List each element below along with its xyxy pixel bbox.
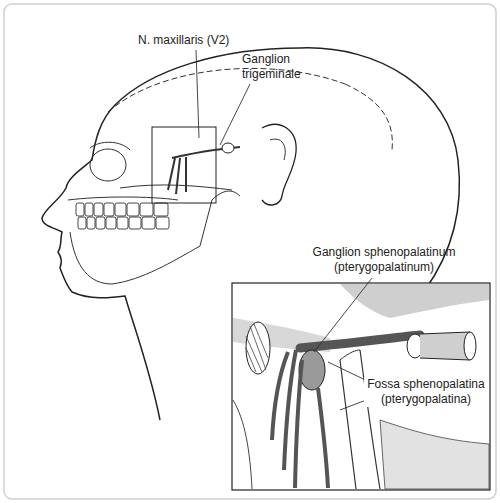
part-label: Ganglion sphenopalatinum (pterygopalatin… xyxy=(304,245,464,275)
nerve xyxy=(168,147,240,194)
ear xyxy=(270,139,285,160)
inset xyxy=(232,283,490,490)
detail-box xyxy=(152,127,216,203)
part-label: N. maxillaris (V2) xyxy=(136,33,231,48)
part-label-box: N. maxillaris (V2) xyxy=(136,33,256,48)
ear xyxy=(262,124,296,205)
part-label-box: Ganglion trigeminale xyxy=(240,52,310,82)
teeth xyxy=(76,203,169,229)
frame xyxy=(4,4,496,499)
part-label-box: Fossa sphenopalatina (pterygopalatina) xyxy=(364,377,488,407)
ganglion xyxy=(222,143,234,153)
leader-line xyxy=(196,50,382,410)
part-label: Fossa sphenopalatina (pterygopalatina) xyxy=(364,377,488,407)
part-label: Ganglion trigeminale xyxy=(240,52,310,82)
part-label-box: Ganglion sphenopalatinum (pterygopalatin… xyxy=(304,245,464,275)
